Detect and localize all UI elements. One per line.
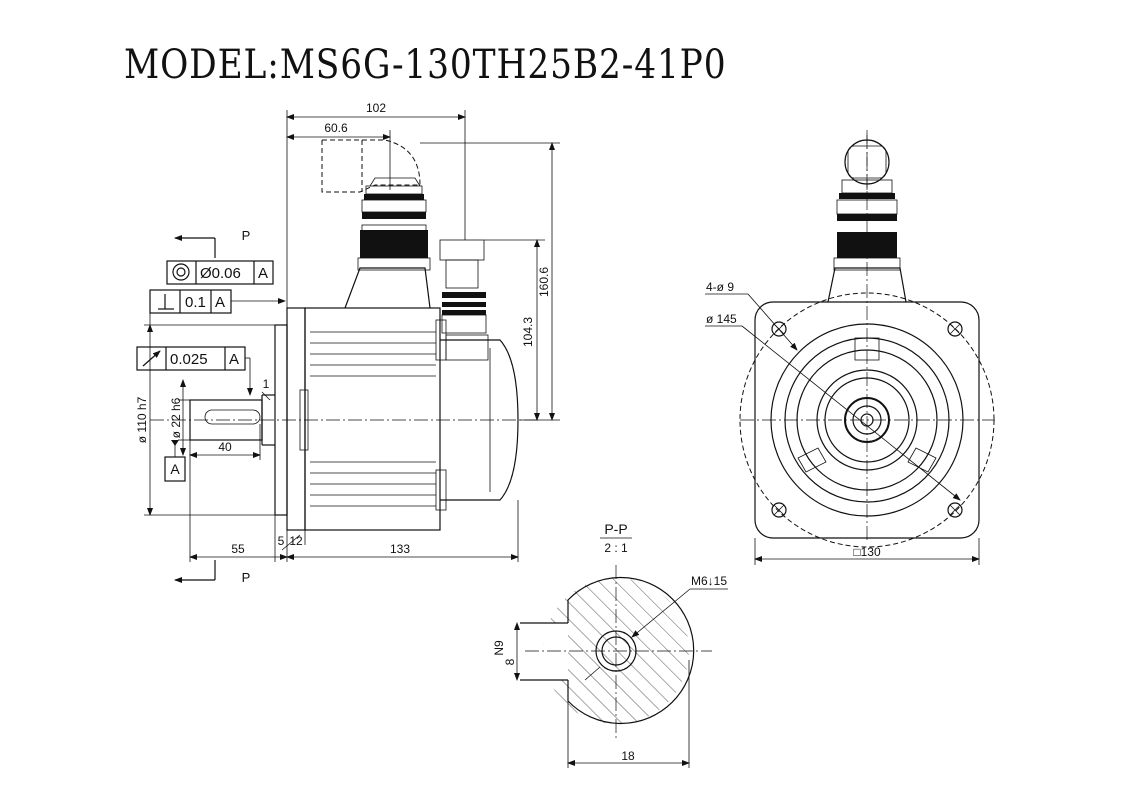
section-shaft-height: 18 bbox=[621, 749, 635, 763]
tolerance-perpendicularity: 0.1 A bbox=[149, 289, 286, 325]
dim-flange-a: 5 bbox=[278, 534, 285, 548]
front-holes-label: 4-ø 9 bbox=[706, 280, 734, 294]
side-view: 102 60.6 160.6 104.3 ø 110 h7 ø 22 h6 40 bbox=[135, 101, 560, 585]
front-pcd-label: ø 145 bbox=[706, 312, 737, 326]
dim-overall-top: 102 bbox=[366, 101, 386, 115]
dim-body-len: 133 bbox=[390, 542, 410, 556]
tol-perpendicularity-datum: A bbox=[215, 294, 225, 311]
side-rear-cap bbox=[440, 339, 519, 501]
section-key-width: N9 bbox=[492, 640, 506, 656]
tol-runout-value: 0.025 bbox=[170, 351, 208, 368]
tol-runout-datum: A bbox=[229, 351, 239, 368]
side-encoder-connector bbox=[439, 239, 487, 334]
front-connector bbox=[827, 135, 907, 303]
side-cooling-fins bbox=[299, 319, 447, 511]
section-outline bbox=[567, 576, 695, 725]
dim-connector-offset: 60.6 bbox=[324, 121, 348, 135]
tol-concentricity-value: Ø0.06 bbox=[200, 265, 241, 282]
datum-a: A bbox=[164, 440, 186, 482]
dim-height-total: 160.6 bbox=[537, 267, 551, 297]
front-ribs bbox=[797, 337, 937, 473]
dim-shaft-dia: ø 22 h6 bbox=[169, 397, 183, 438]
tolerance-concentricity: Ø0.06 A bbox=[166, 260, 274, 285]
side-flange-plate bbox=[286, 307, 306, 531]
dim-flange-dia: ø 110 h7 bbox=[135, 396, 149, 443]
dim-flange-b: 12 bbox=[289, 534, 303, 548]
side-shaft-key bbox=[204, 409, 261, 425]
front-pcd-circle bbox=[739, 292, 995, 548]
side-shaft bbox=[189, 399, 263, 441]
side-motor-body bbox=[304, 307, 441, 531]
front-flange-square bbox=[754, 301, 980, 539]
section-mark-top: P bbox=[242, 228, 251, 243]
datum-a-label: A bbox=[170, 461, 180, 477]
section-scale: 2 : 1 bbox=[604, 541, 628, 555]
dim-shaft-key-len: 40 bbox=[218, 440, 232, 454]
dim-chamfer: 1 bbox=[263, 377, 270, 391]
drawing-title: MODEL:MS6G-130TH25B2-41P0 bbox=[124, 42, 727, 88]
tolerance-runout: 0.025 A bbox=[136, 346, 253, 396]
front-view: 4-ø 9 ø 145 □130 bbox=[705, 130, 995, 565]
section-key-depth: 8 bbox=[503, 658, 517, 665]
section-thread-label: M6↓15 bbox=[691, 574, 727, 588]
dim-shaft-len: 55 bbox=[231, 542, 245, 556]
tol-perpendicularity-value: 0.1 bbox=[185, 294, 206, 311]
dim-height-to-axis: 104.3 bbox=[521, 317, 535, 347]
section-mark-bottom: P bbox=[242, 570, 251, 585]
section-label: P-P bbox=[604, 521, 627, 537]
side-power-connector bbox=[321, 139, 431, 309]
tol-concentricity-datum: A bbox=[258, 265, 268, 282]
section-view: P-P 2 : 1 M6↓15 N9 8 18 bbox=[492, 521, 728, 768]
front-square-dim: □130 bbox=[853, 545, 881, 559]
